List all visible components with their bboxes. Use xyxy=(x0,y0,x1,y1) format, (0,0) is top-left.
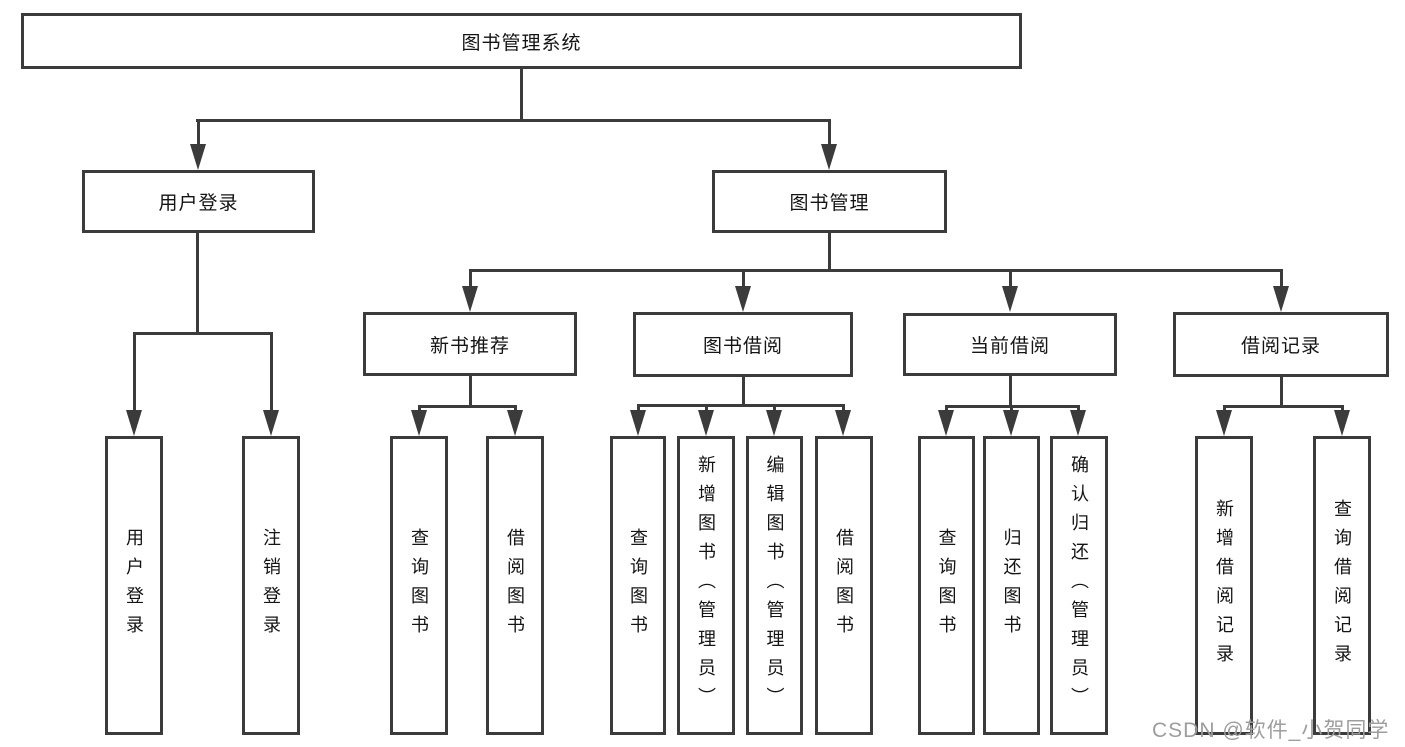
connector-section-bar xyxy=(637,404,845,407)
connector-section-stem xyxy=(1009,376,1012,408)
node-current-borrow-label: 当前借阅 xyxy=(969,336,1050,357)
connector-leaf-stub xyxy=(1077,405,1080,413)
arrow-down-icon xyxy=(1070,410,1086,436)
connector-leaf-stub xyxy=(1223,405,1226,413)
connector-leaf-stub xyxy=(637,404,640,413)
leaf-label: 借阅图书 xyxy=(834,527,854,644)
leaf-label: 编辑图书（管理员） xyxy=(764,455,785,716)
connector-leaf-stub xyxy=(945,405,948,413)
leaf-edit-book-admin: 编辑图书（管理员） xyxy=(746,436,803,735)
arrow-down-icon xyxy=(698,410,714,436)
connector-book-mgmt-stem xyxy=(828,233,831,272)
connector-section-stub xyxy=(1280,269,1283,288)
leaf-label: 查询图书 xyxy=(628,527,648,644)
connector-user-login-stem xyxy=(196,233,199,335)
connector-leaf-stub xyxy=(133,332,136,412)
leaf-confirm-return-admin: 确认归还（管理员） xyxy=(1050,436,1108,735)
leaf-label: 用户登录 xyxy=(124,527,144,644)
leaf-return-book: 归还图书 xyxy=(983,436,1040,735)
leaf-label: 新增图书（管理员） xyxy=(696,455,716,716)
connector-section-stub xyxy=(1009,269,1012,288)
arrow-down-icon xyxy=(1334,410,1350,436)
leaf-label: 借阅图书 xyxy=(505,527,525,644)
leaf-query-book-1: 查询图书 xyxy=(390,436,448,735)
arrow-down-icon xyxy=(1003,410,1019,436)
arrow-down-icon xyxy=(190,144,206,170)
connector-leaf-stub xyxy=(842,404,845,413)
connector-leaf-stub xyxy=(1341,405,1344,413)
arrow-down-icon xyxy=(821,144,837,170)
arrow-down-icon xyxy=(1273,286,1289,312)
arrow-down-icon xyxy=(630,410,646,436)
connector-user-login-bar xyxy=(133,332,273,335)
connector-section-stem xyxy=(1280,377,1283,408)
connector-book-mgmt-stub xyxy=(828,119,831,147)
connector-section-stub xyxy=(469,269,472,288)
leaf-label: 归还图书 xyxy=(1001,527,1022,644)
connector-user-login-stub xyxy=(197,119,200,147)
node-borrow-record: 借阅记录 xyxy=(1173,312,1389,377)
connector-book-mgmt-bar xyxy=(469,269,1283,272)
node-new-book-recommend: 新书推荐 xyxy=(363,312,577,376)
arrow-down-icon xyxy=(835,410,851,436)
leaf-label: 查询借阅记录 xyxy=(1332,498,1352,673)
connector-leaf-stub xyxy=(705,404,708,413)
leaf-label: 确认归还（管理员） xyxy=(1069,455,1089,716)
leaf-label: 查询图书 xyxy=(409,527,429,644)
leaf-query-borrow-record: 查询借阅记录 xyxy=(1313,436,1371,735)
arrow-down-icon xyxy=(462,286,478,312)
node-book-borrow-label: 图书借阅 xyxy=(702,336,783,357)
connector-leaf-stub xyxy=(514,405,517,413)
arrow-down-icon xyxy=(126,410,142,436)
connector-leaf-stub xyxy=(773,404,776,413)
connector-root-stem xyxy=(520,69,523,122)
node-root-label: 图书管理系统 xyxy=(461,32,582,54)
leaf-query-book-3: 查询图书 xyxy=(918,436,975,735)
csdn-watermark: CSDN @软件_小贺同学 xyxy=(1152,719,1390,742)
connector-leaf-stub xyxy=(1010,405,1013,413)
connector-section-bar xyxy=(1223,405,1343,408)
arrow-down-icon xyxy=(735,286,751,312)
arrow-down-icon xyxy=(1002,286,1018,312)
node-user-login: 用户登录 xyxy=(82,170,315,233)
arrow-down-icon xyxy=(507,410,523,436)
leaf-logout: 注销登录 xyxy=(242,436,300,735)
leaf-borrow-book-2: 借阅图书 xyxy=(815,436,873,735)
connector-leaf-stub xyxy=(418,405,421,413)
arrow-down-icon xyxy=(411,410,427,436)
node-new-book-recommend-label: 新书推荐 xyxy=(429,335,510,357)
leaf-label: 注销登录 xyxy=(261,527,281,644)
leaf-borrow-book-1: 借阅图书 xyxy=(486,436,544,735)
leaf-user-login: 用户登录 xyxy=(105,436,163,735)
arrow-down-icon xyxy=(1216,410,1232,436)
arrow-down-icon xyxy=(938,410,954,436)
node-current-borrow: 当前借阅 xyxy=(903,313,1117,376)
arrow-down-icon xyxy=(263,410,279,436)
connector-section-bar xyxy=(418,405,517,408)
connector-section-stem xyxy=(742,377,745,407)
leaf-query-book-2: 查询图书 xyxy=(610,436,666,735)
node-user-login-label: 用户登录 xyxy=(158,193,239,214)
connector-section-stub xyxy=(742,269,745,288)
leaf-add-borrow-record: 新增借阅记录 xyxy=(1195,436,1253,735)
node-book-borrow: 图书借阅 xyxy=(633,312,853,377)
node-root: 图书管理系统 xyxy=(21,13,1022,69)
connector-root-bar xyxy=(196,119,831,122)
leaf-add-book-admin: 新增图书（管理员） xyxy=(677,436,735,735)
leaf-label: 新增借阅记录 xyxy=(1214,498,1234,673)
node-book-management: 图书管理 xyxy=(712,170,947,233)
arrow-down-icon xyxy=(766,410,782,436)
leaf-label: 查询图书 xyxy=(936,527,957,644)
connector-section-stem xyxy=(469,376,472,408)
node-book-management-label: 图书管理 xyxy=(789,193,870,214)
connector-leaf-stub xyxy=(270,332,273,412)
node-borrow-record-label: 借阅记录 xyxy=(1240,336,1321,357)
